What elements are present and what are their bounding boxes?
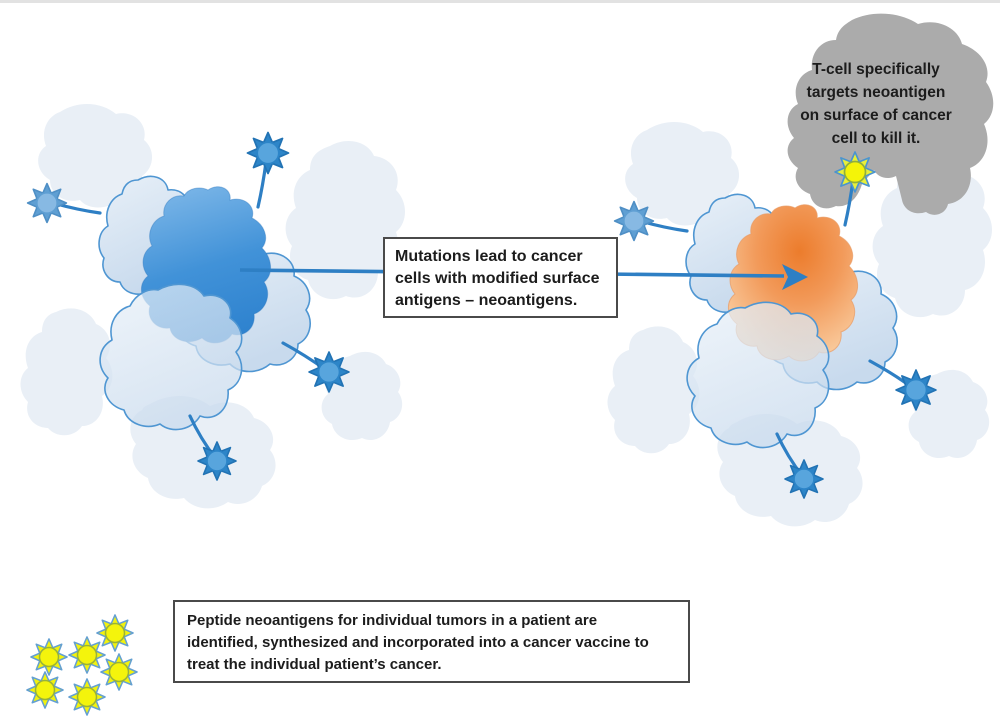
top-edge-strip [0,0,1000,3]
tcell-caption-text: T-cell specifically targets neoantigen o… [800,61,952,147]
mutation-caption-box: Mutations lead to cancer cells with modi… [383,237,618,318]
t-cell-blob [787,13,994,215]
neoantigen-yellow-sun-icon [834,151,876,193]
antigen-sun-icon-left-top [246,131,290,175]
vaccine-peptide-suns [26,614,138,716]
vaccine-caption-text: Peptide neoantigens for individual tumor… [187,612,649,673]
mutation-caption-text: Mutations lead to cancer cells with modi… [395,248,600,309]
vaccine-caption-box: Peptide neoantigens for individual tumor… [173,600,690,683]
tcell-caption: T-cell specifically targets neoantigen o… [780,58,972,150]
